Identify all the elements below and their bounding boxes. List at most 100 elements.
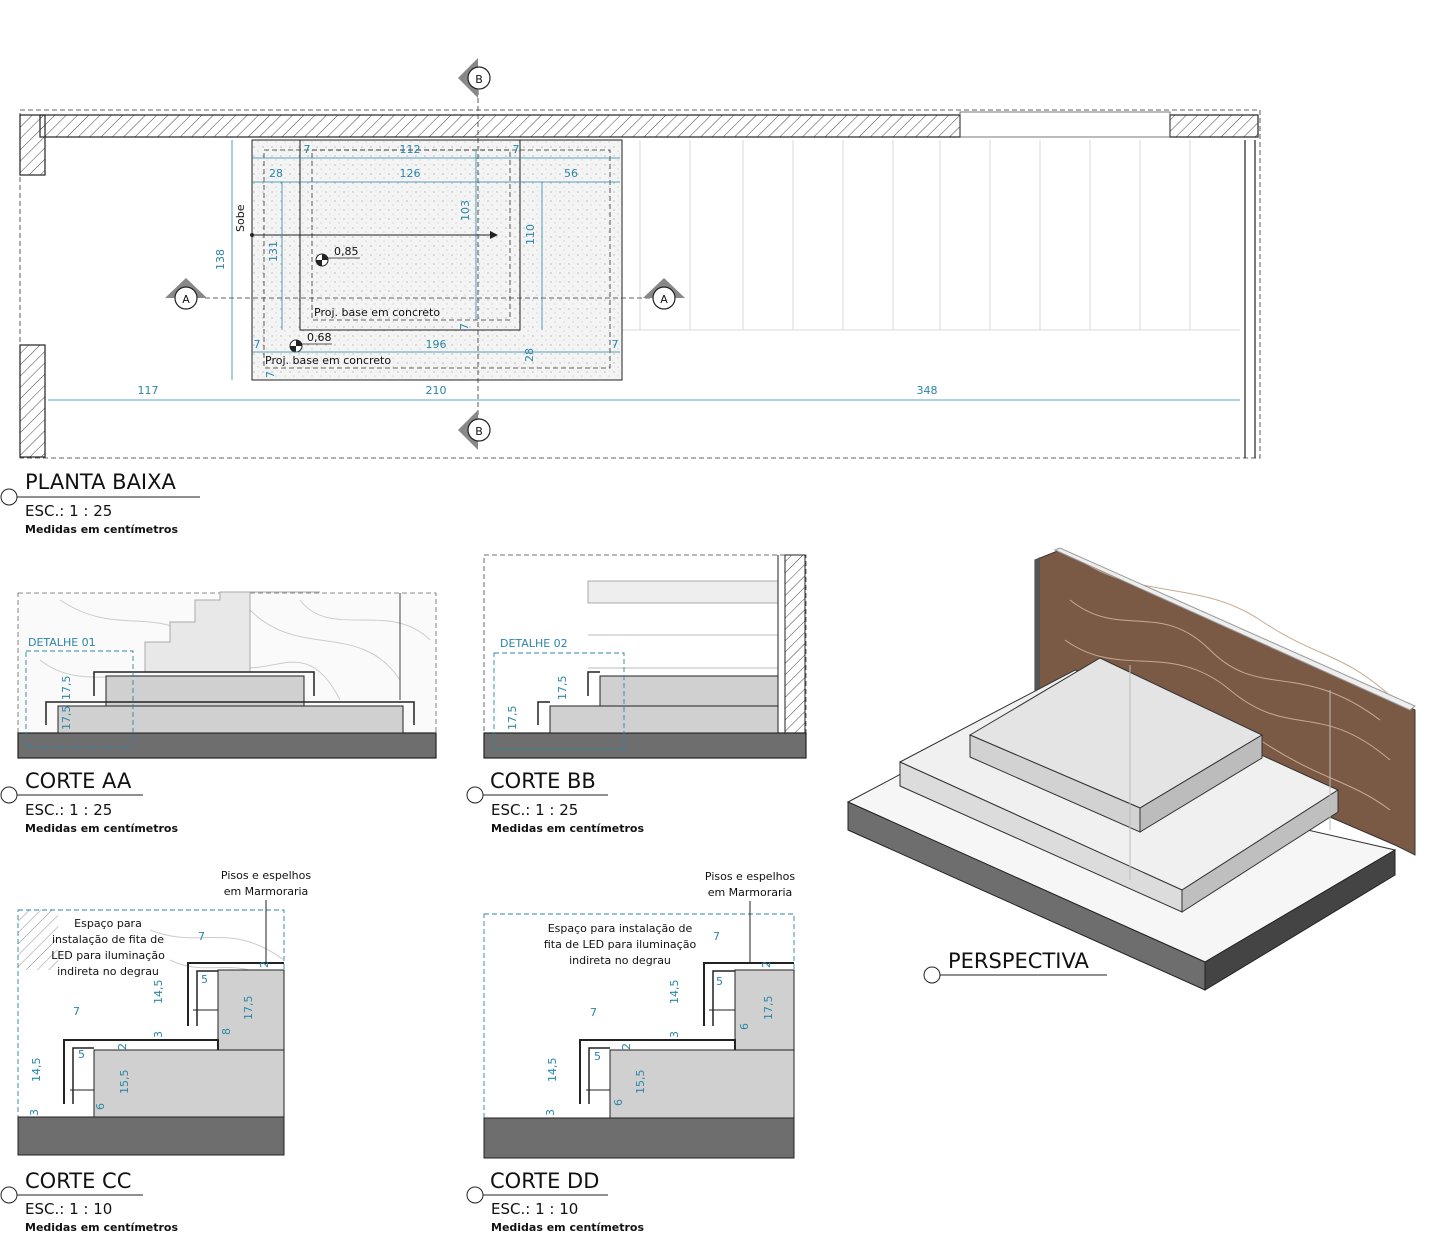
svg-text:7: 7 [73,1005,80,1018]
stair-treads [620,140,1240,331]
svg-text:6: 6 [94,1103,107,1110]
svg-text:B: B [475,73,483,86]
floor-plan: Sobe A A B B 0,85 [19,58,1261,459]
top-wall-right [1169,114,1259,138]
svg-text:ESC.: 1 : 25: ESC.: 1 : 25 [25,801,112,819]
svg-text:5: 5 [201,973,208,986]
section-marker-a-left: A [165,278,207,310]
svg-text:Medidas em centímetros: Medidas em centímetros [25,523,178,536]
svg-text:Espaço para instalação de: Espaço para instalação de [548,922,693,935]
svg-text:ESC.: 1 : 10: ESC.: 1 : 10 [491,1200,578,1218]
svg-text:5: 5 [594,1050,601,1063]
svg-text:28: 28 [523,348,536,362]
svg-text:2: 2 [116,1043,129,1050]
plan-dimensions: 7 112 7 28 126 56 103 110 138 131 7 7 19… [48,140,1240,401]
svg-text:103: 103 [459,200,472,221]
svg-text:14,5: 14,5 [152,980,165,1005]
svg-text:3: 3 [28,1109,41,1116]
proj-upper-label: Proj. base em concreto [314,306,440,319]
svg-text:138: 138 [214,249,227,270]
svg-text:126: 126 [400,167,421,180]
svg-text:17,5: 17,5 [60,706,73,731]
svg-text:Medidas em centímetros: Medidas em centímetros [25,1221,178,1234]
title-planta-baixa: PLANTA BAIXA ESC.: 1 : 25 Medidas em cen… [0,470,200,536]
svg-text:17,5: 17,5 [762,996,775,1021]
svg-text:2: 2 [258,961,271,968]
svg-text:17,5: 17,5 [556,676,569,701]
svg-text:348: 348 [917,384,938,397]
svg-text:17,5: 17,5 [506,706,519,731]
svg-text:A: A [660,293,668,306]
title-corte-bb: CORTE BB ESC.: 1 : 25 Medidas em centíme… [466,769,644,835]
svg-text:3: 3 [544,1109,557,1116]
window-opening [959,111,1171,138]
svg-text:indireta no degrau: indireta no degrau [569,954,671,967]
svg-text:7: 7 [713,930,720,943]
svg-text:CORTE AA: CORTE AA [25,769,132,793]
svg-text:15,5: 15,5 [118,1070,131,1095]
svg-text:7: 7 [513,143,520,156]
svg-text:7: 7 [612,338,619,351]
svg-text:0,85: 0,85 [334,245,359,258]
svg-text:B: B [475,425,483,438]
svg-text:PLANTA BAIXA: PLANTA BAIXA [25,470,177,494]
svg-text:ESC.: 1 : 10: ESC.: 1 : 10 [25,1200,112,1218]
svg-text:CORTE DD: CORTE DD [490,1169,599,1193]
svg-text:196: 196 [426,338,447,351]
svg-text:Espaço para: Espaço para [74,917,142,930]
svg-text:7: 7 [458,323,471,330]
svg-text:Pisos e espelhos: Pisos e espelhos [221,869,311,882]
svg-text:6: 6 [738,1023,751,1030]
section-dd: 5 5 7 7 14,5 14,5 17,5 15,5 6 6 3 3 2 2 … [483,870,795,1159]
svg-text:15,5: 15,5 [634,1070,647,1095]
svg-text:LED para iluminação: LED para iluminação [51,949,165,962]
svg-text:DETALHE 01: DETALHE 01 [28,636,96,649]
svg-text:Pisos e espelhos: Pisos e espelhos [705,870,795,883]
proj-lower-label: Proj. base em concreto [265,354,391,367]
svg-text:em Marmoraria: em Marmoraria [708,886,793,899]
svg-text:5: 5 [716,975,723,988]
perspective-view [846,547,1416,991]
svg-text:instalação de fita de: instalação de fita de [52,933,164,946]
svg-text:em Marmoraria: em Marmoraria [224,885,309,898]
svg-text:210: 210 [426,384,447,397]
svg-text:ESC.: 1 : 25: ESC.: 1 : 25 [491,801,578,819]
title-perspectiva: PERSPECTIVA [923,949,1107,984]
svg-text:28: 28 [269,167,283,180]
svg-text:A: A [182,293,190,306]
svg-text:2: 2 [620,1043,633,1050]
level-marker-lower: 0,68 [289,331,332,353]
level-marker-upper: 0,85 [315,245,360,267]
svg-text:131: 131 [267,241,280,262]
title-corte-dd: CORTE DD ESC.: 1 : 10 Medidas em centíme… [466,1169,644,1234]
svg-text:7: 7 [590,1006,597,1019]
svg-text:17,5: 17,5 [242,996,255,1021]
svg-text:6: 6 [612,1099,625,1106]
svg-text:DETALHE 02: DETALHE 02 [500,637,568,650]
top-wall [39,114,961,138]
svg-text:17,5: 17,5 [60,676,73,701]
svg-text:8: 8 [220,1028,233,1035]
title-corte-cc: CORTE CC ESC.: 1 : 10 Medidas em centíme… [0,1169,178,1234]
svg-text:Medidas em centímetros: Medidas em centímetros [25,822,178,835]
section-marker-a-right: A [643,278,685,310]
left-wall-bottom [19,344,46,458]
svg-text:14,5: 14,5 [546,1058,559,1083]
svg-text:PERSPECTIVA: PERSPECTIVA [948,949,1089,973]
svg-text:7: 7 [264,371,277,378]
svg-text:3: 3 [152,1031,165,1038]
section-marker-b-top: B [458,58,491,98]
svg-text:56: 56 [564,167,578,180]
svg-text:110: 110 [524,224,537,245]
svg-text:indireta no degrau: indireta no degrau [57,965,159,978]
title-corte-aa: CORTE AA ESC.: 1 : 25 Medidas em centíme… [0,769,178,835]
section-marker-b-bottom: B [458,410,491,450]
svg-text:7: 7 [254,338,261,351]
svg-text:7: 7 [198,930,205,943]
svg-text:117: 117 [138,384,159,397]
svg-text:fita de LED para iluminação: fita de LED para iluminação [544,938,697,951]
plan-boundary [19,109,1261,459]
svg-text:Medidas em centímetros: Medidas em centímetros [491,1221,644,1234]
svg-text:CORTE BB: CORTE BB [490,769,596,793]
svg-text:5: 5 [78,1048,85,1061]
